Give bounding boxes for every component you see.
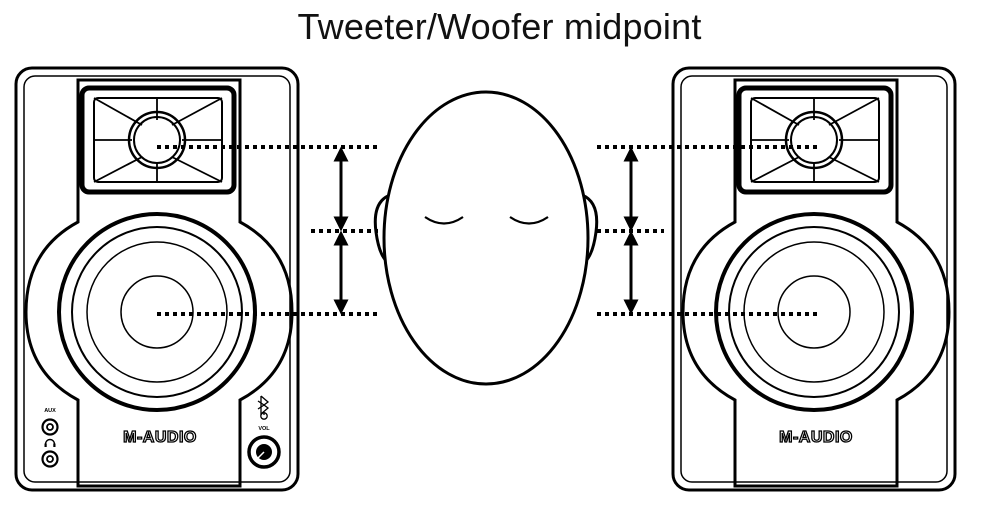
right-speaker-cabinet xyxy=(671,66,957,492)
power-icon xyxy=(260,412,268,420)
listener-head-icon xyxy=(373,90,599,386)
left-speaker: AUX VOL M-AUDIO xyxy=(14,66,300,492)
headphone-icon xyxy=(44,438,56,447)
head-outline xyxy=(382,90,590,386)
right-speaker-baffle xyxy=(681,78,951,488)
aux-input-jack[interactable] xyxy=(41,418,59,436)
left-speaker-baffle xyxy=(24,78,294,488)
left-speaker-brand-logo: M-AUDIO xyxy=(123,429,197,446)
left-closed-eye xyxy=(424,216,464,225)
vol-label: VOL xyxy=(258,426,270,432)
bluetooth-icon xyxy=(257,395,270,416)
right-speaker: M-AUDIO xyxy=(671,66,957,492)
aux-label: AUX xyxy=(44,408,56,414)
right-speaker-brand-logo: M-AUDIO xyxy=(779,429,853,446)
volume-knob[interactable] xyxy=(247,435,281,469)
right-tweeter xyxy=(736,85,894,195)
diagram-title: Tweeter/Woofer midpoint xyxy=(297,6,702,47)
right-woofer xyxy=(714,212,914,412)
left-tweeter xyxy=(79,85,237,195)
right-closed-eye xyxy=(509,216,549,225)
left-speaker-cabinet xyxy=(14,66,300,492)
headphone-output-jack[interactable] xyxy=(41,450,59,468)
